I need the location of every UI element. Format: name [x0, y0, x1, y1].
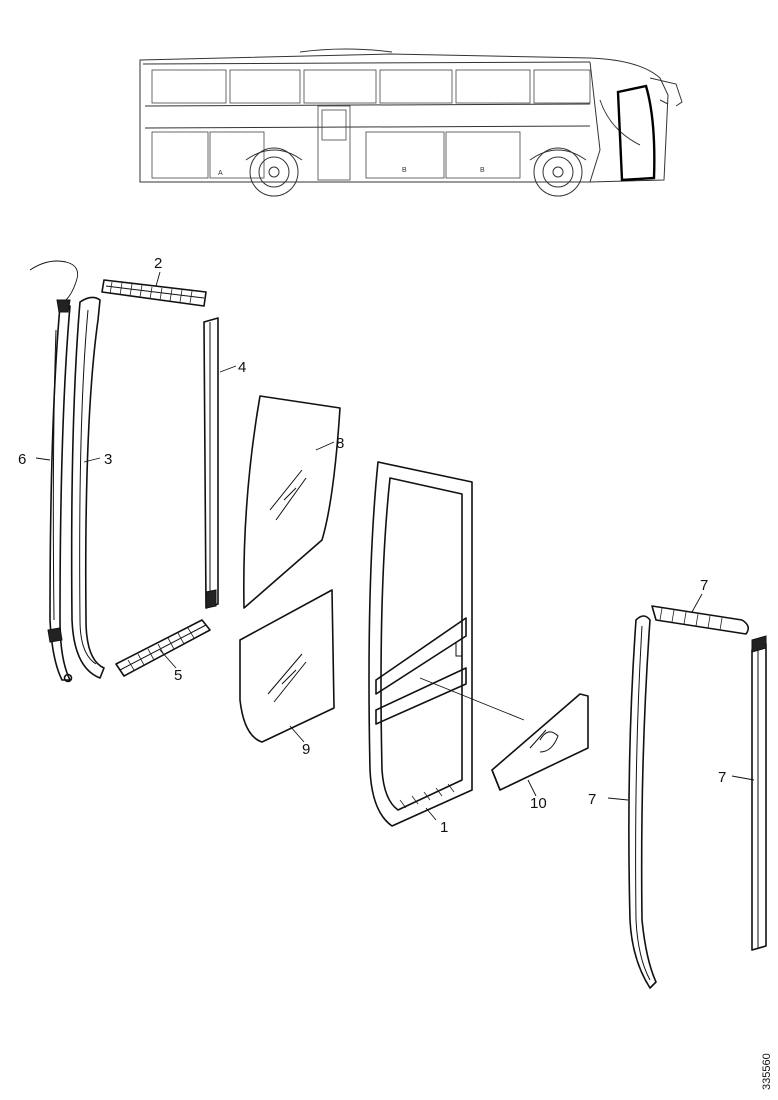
- callout-8: 8: [336, 435, 344, 452]
- callout-9: 9: [302, 741, 310, 758]
- panel-letter-b: B: [402, 167, 407, 174]
- part-10-bracket: [491, 693, 589, 791]
- part-2-strip: [101, 279, 207, 307]
- callout-7-right: 7: [718, 769, 726, 786]
- callout-6: 6: [18, 451, 26, 468]
- part-9-glass: [239, 589, 335, 743]
- callout-4: 4: [238, 359, 246, 376]
- panel-letter-a: A: [218, 170, 223, 177]
- callout-2: 2: [154, 255, 162, 272]
- panel-letter-b-2: B: [480, 167, 485, 174]
- part-5-strip: [115, 619, 211, 677]
- part-7-top-strip: [651, 605, 750, 635]
- part-8-glass: [243, 395, 341, 609]
- callout-7-top: 7: [700, 577, 708, 594]
- callout-1: 1: [440, 819, 448, 836]
- rear-wheel: [245, 147, 303, 197]
- bus-body-outline: [139, 53, 669, 183]
- windshield-highlight: [616, 84, 656, 182]
- part-3-profile: [70, 296, 105, 679]
- part-1-frame: [368, 461, 473, 827]
- part-7-straight-strip: [751, 635, 767, 951]
- part-6-profile: [29, 260, 79, 683]
- part-7-curved-seal: [628, 615, 657, 989]
- callout-3: 3: [104, 451, 112, 468]
- callout-5: 5: [174, 667, 182, 684]
- callout-7-left: 7: [588, 791, 596, 808]
- front-wheel: [529, 147, 587, 197]
- bus-overview: A B B: [139, 48, 683, 197]
- callout-10: 10: [530, 795, 547, 812]
- figure-id: 335560: [761, 1053, 773, 1090]
- part-4-seal: [203, 317, 219, 609]
- leader-lines: [35, 271, 755, 821]
